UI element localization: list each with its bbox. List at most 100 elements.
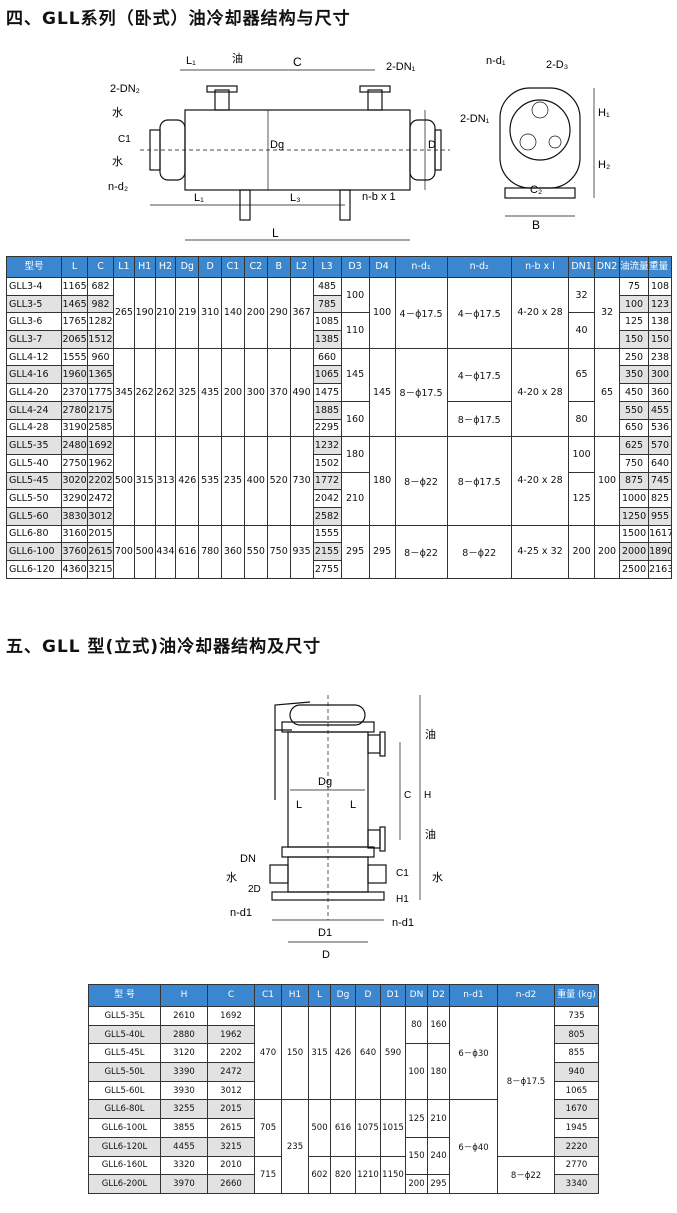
table-cell: 2220 bbox=[554, 1136, 599, 1157]
table-cell: 4-20 x 28 bbox=[510, 436, 570, 526]
table-cell: GLL3-7 bbox=[5, 330, 63, 349]
table-cell: 2163 bbox=[648, 560, 672, 579]
table-cell: GLL5-50 bbox=[5, 489, 63, 508]
table-cell: 150 bbox=[281, 1005, 309, 1101]
table-header: C bbox=[207, 984, 255, 1007]
table-cell: 100 bbox=[594, 436, 620, 526]
table-cell: 1165 bbox=[61, 277, 89, 296]
table-cell: GLL5-45 bbox=[5, 471, 63, 491]
table-cell: 310 bbox=[198, 277, 223, 349]
table-cell: GLL4-12 bbox=[5, 347, 63, 367]
table-cell: 825 bbox=[648, 489, 672, 508]
table-cell: 660 bbox=[312, 347, 342, 367]
table-cell: 550 bbox=[243, 524, 268, 579]
table-cell: 3340 bbox=[554, 1174, 599, 1194]
table-cell: GLL4-16 bbox=[5, 365, 63, 385]
table-cell: 3120 bbox=[160, 1043, 208, 1064]
table-cell: 1692 bbox=[207, 1006, 255, 1026]
table-cell: 75 bbox=[618, 277, 650, 296]
table-cell: 140 bbox=[221, 277, 245, 349]
table-cell: 785 bbox=[312, 294, 342, 314]
table-header: D3 bbox=[340, 256, 370, 278]
table-header: H1 bbox=[281, 984, 309, 1007]
table-cell: 8－ϕ17.5 bbox=[446, 436, 512, 526]
table-cell: 235 bbox=[221, 436, 245, 526]
table-cell: 1232 bbox=[312, 436, 342, 455]
table-header: n-b x l bbox=[510, 256, 570, 278]
table-cell: 4－ϕ17.5 bbox=[446, 277, 512, 349]
v-label-oil-top: 油 bbox=[425, 727, 436, 741]
table-cell: 4-25 x 32 bbox=[510, 524, 570, 579]
table-cell: GLL3-4 bbox=[5, 277, 63, 296]
table-cell: GLL5-60 bbox=[5, 506, 63, 526]
table-cell: 935 bbox=[289, 524, 314, 579]
table-cell: 2202 bbox=[87, 471, 114, 491]
table-cell: 219 bbox=[175, 277, 200, 349]
table-cell: 150 bbox=[648, 330, 672, 349]
table-cell: 295 bbox=[427, 1174, 450, 1194]
table-cell: 1670 bbox=[554, 1099, 599, 1120]
table-cell: 1250 bbox=[618, 506, 650, 526]
table-cell: 160 bbox=[340, 400, 370, 438]
table-header: D1 bbox=[380, 984, 406, 1007]
table-cell: 2770 bbox=[554, 1155, 599, 1176]
table-cell: 750 bbox=[618, 453, 650, 473]
table-cell: GLL6-80 bbox=[5, 524, 63, 544]
table-cell: 955 bbox=[648, 506, 672, 526]
table-cell: 3012 bbox=[87, 506, 114, 526]
table-cell: 745 bbox=[648, 471, 672, 491]
table-cell: 1617 bbox=[648, 524, 672, 544]
table-cell: 100 bbox=[340, 276, 370, 314]
table-cell: 125 bbox=[568, 471, 596, 526]
table-cell: 1962 bbox=[207, 1024, 255, 1045]
table-cell: 602 bbox=[308, 1155, 331, 1194]
table-cell: 550 bbox=[618, 400, 650, 420]
table-cell: 350 bbox=[618, 365, 650, 385]
table-cell: 3190 bbox=[61, 418, 89, 438]
table-cell: GLL6-120L bbox=[88, 1136, 161, 1157]
table-cell: 125 bbox=[618, 312, 650, 332]
table-cell: 490 bbox=[289, 347, 314, 438]
table-cell: 8－ϕ17.5 bbox=[394, 347, 448, 438]
table-cell: 1765 bbox=[61, 312, 89, 332]
v-label-l-right: L bbox=[350, 799, 356, 811]
table-cell: 180 bbox=[368, 436, 396, 526]
table-cell: 520 bbox=[266, 436, 291, 526]
table-header: n-d₂ bbox=[446, 256, 512, 278]
label-d3: 2-D₃ bbox=[546, 59, 568, 71]
table-cell: 2010 bbox=[207, 1155, 255, 1176]
table-header: Dg bbox=[330, 984, 356, 1007]
table-cell: 2615 bbox=[87, 542, 114, 561]
table-header: DN bbox=[405, 984, 428, 1007]
label-l1-top: L₁ bbox=[186, 55, 196, 67]
table-cell: 1555 bbox=[61, 347, 89, 367]
table-cell: 1775 bbox=[87, 383, 114, 402]
table-cell: 300 bbox=[243, 347, 268, 438]
table-cell: 4-20 x 28 bbox=[510, 347, 570, 438]
table-cell: 8－ϕ22 bbox=[394, 436, 448, 526]
table-cell: 625 bbox=[618, 436, 650, 455]
label-nd1: n-d₁ bbox=[486, 55, 506, 67]
table-header: C1 bbox=[254, 984, 282, 1007]
table-cell: 434 bbox=[154, 524, 177, 579]
table-cell: 1210 bbox=[355, 1155, 381, 1194]
table-cell: 1945 bbox=[554, 1118, 599, 1138]
table-cell: 40 bbox=[568, 312, 596, 349]
v-label-nd1-right: n-d1 bbox=[392, 917, 414, 929]
table-header: D4 bbox=[368, 256, 396, 278]
table-cell: 2472 bbox=[87, 489, 114, 508]
table-cell: 123 bbox=[648, 294, 672, 314]
table-cell: 290 bbox=[266, 277, 291, 349]
table-header: D bbox=[198, 256, 223, 278]
table-cell: GLL5-35 bbox=[5, 436, 63, 455]
table-cell: 4455 bbox=[160, 1136, 208, 1157]
table-cell: 100 bbox=[368, 277, 396, 349]
v-label-water-right: 水 bbox=[432, 871, 443, 884]
table-cell: GLL6-80L bbox=[88, 1099, 161, 1120]
table-cell: 300 bbox=[648, 365, 672, 385]
table-cell: 2480 bbox=[61, 436, 89, 455]
